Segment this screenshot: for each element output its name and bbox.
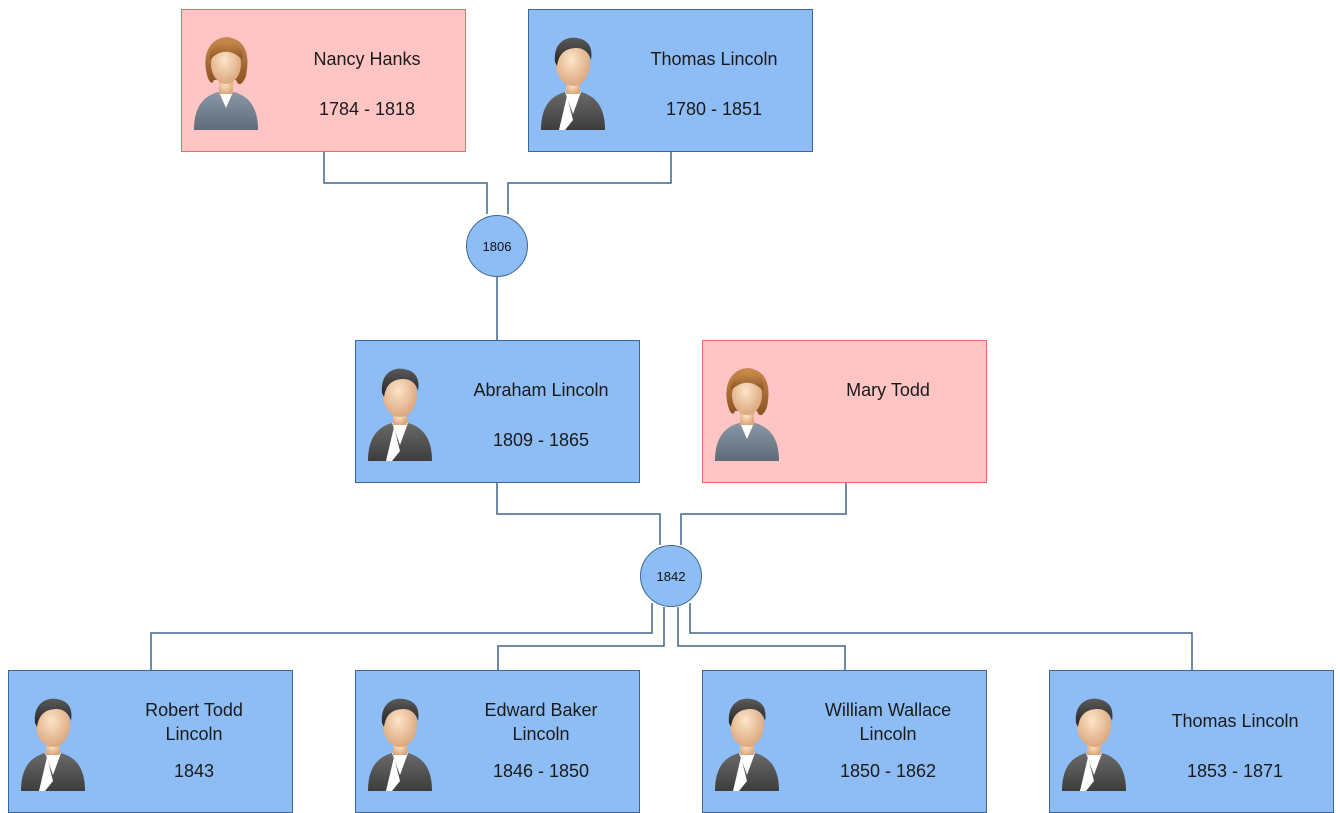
person-card-william-wallace-lincoln[interactable]: William Wallace Lincoln 1850 - 1862 — [702, 670, 987, 813]
male-person-icon — [711, 691, 783, 791]
person-years: 1784 - 1818 — [318, 99, 416, 119]
person-years: 1780 - 1851 — [665, 99, 763, 119]
male-person-icon — [17, 691, 89, 791]
person-years: 1850 - 1862 — [839, 761, 937, 781]
person-name: Edward Baker Lincoln — [448, 698, 634, 746]
male-person-icon — [1058, 691, 1130, 791]
female-person-icon — [711, 361, 783, 461]
connector-1842-to-thomas-jr — [689, 603, 1193, 670]
person-years: 1809 - 1865 — [492, 430, 590, 450]
person-name: Thomas Lincoln — [1171, 711, 1299, 731]
person-years: 1846 - 1850 — [492, 761, 590, 781]
connector-nancy-to-1806 — [323, 152, 488, 214]
connector-abraham-to-1842 — [496, 483, 661, 545]
person-card-mary-todd[interactable]: Mary Todd — [702, 340, 987, 483]
person-card-thomas-lincoln-jr[interactable]: Thomas Lincoln 1853 - 1871 — [1049, 670, 1334, 813]
marriage-year: 1842 — [656, 568, 686, 584]
person-name: Nancy Hanks — [313, 49, 421, 69]
person-card-nancy-hanks[interactable]: Nancy Hanks 1784 - 1818 — [181, 9, 466, 152]
person-name: William Wallace Lincoln — [795, 698, 981, 746]
connector-1842-to-robert — [150, 603, 653, 670]
male-person-icon — [364, 361, 436, 461]
connector-thomas-sr-to-1806 — [507, 152, 672, 214]
person-years: 1843 — [173, 761, 215, 781]
connector-1842-to-william — [677, 607, 846, 670]
person-card-thomas-lincoln-sr[interactable]: Thomas Lincoln 1780 - 1851 — [528, 9, 813, 152]
person-name: Robert Todd Lincoln — [101, 698, 287, 746]
person-years: 1853 - 1871 — [1186, 761, 1284, 781]
person-name-line1: Robert Todd — [145, 700, 243, 720]
male-person-icon — [364, 691, 436, 791]
person-name-line2: Lincoln — [165, 724, 223, 744]
female-person-icon — [190, 30, 262, 130]
person-name-line2: Lincoln — [859, 724, 917, 744]
person-name-line1: Edward Baker — [484, 700, 598, 720]
connector-mary-to-1842 — [680, 483, 847, 545]
person-name-line1: William Wallace — [824, 700, 952, 720]
person-name-line2: Lincoln — [512, 724, 570, 744]
person-name: Thomas Lincoln — [650, 49, 778, 69]
connector-1842-to-edward — [497, 607, 665, 670]
person-card-abraham-lincoln[interactable]: Abraham Lincoln 1809 - 1865 — [355, 340, 640, 483]
person-name: Mary Todd — [846, 380, 930, 400]
marriage-node-1842[interactable]: 1842 — [640, 545, 702, 607]
person-card-robert-todd-lincoln[interactable]: Robert Todd Lincoln 1843 — [8, 670, 293, 813]
person-name: Abraham Lincoln — [473, 380, 609, 400]
marriage-year: 1806 — [482, 238, 512, 254]
person-card-edward-baker-lincoln[interactable]: Edward Baker Lincoln 1846 - 1850 — [355, 670, 640, 813]
male-person-icon — [537, 30, 609, 130]
marriage-node-1806[interactable]: 1806 — [466, 215, 528, 277]
